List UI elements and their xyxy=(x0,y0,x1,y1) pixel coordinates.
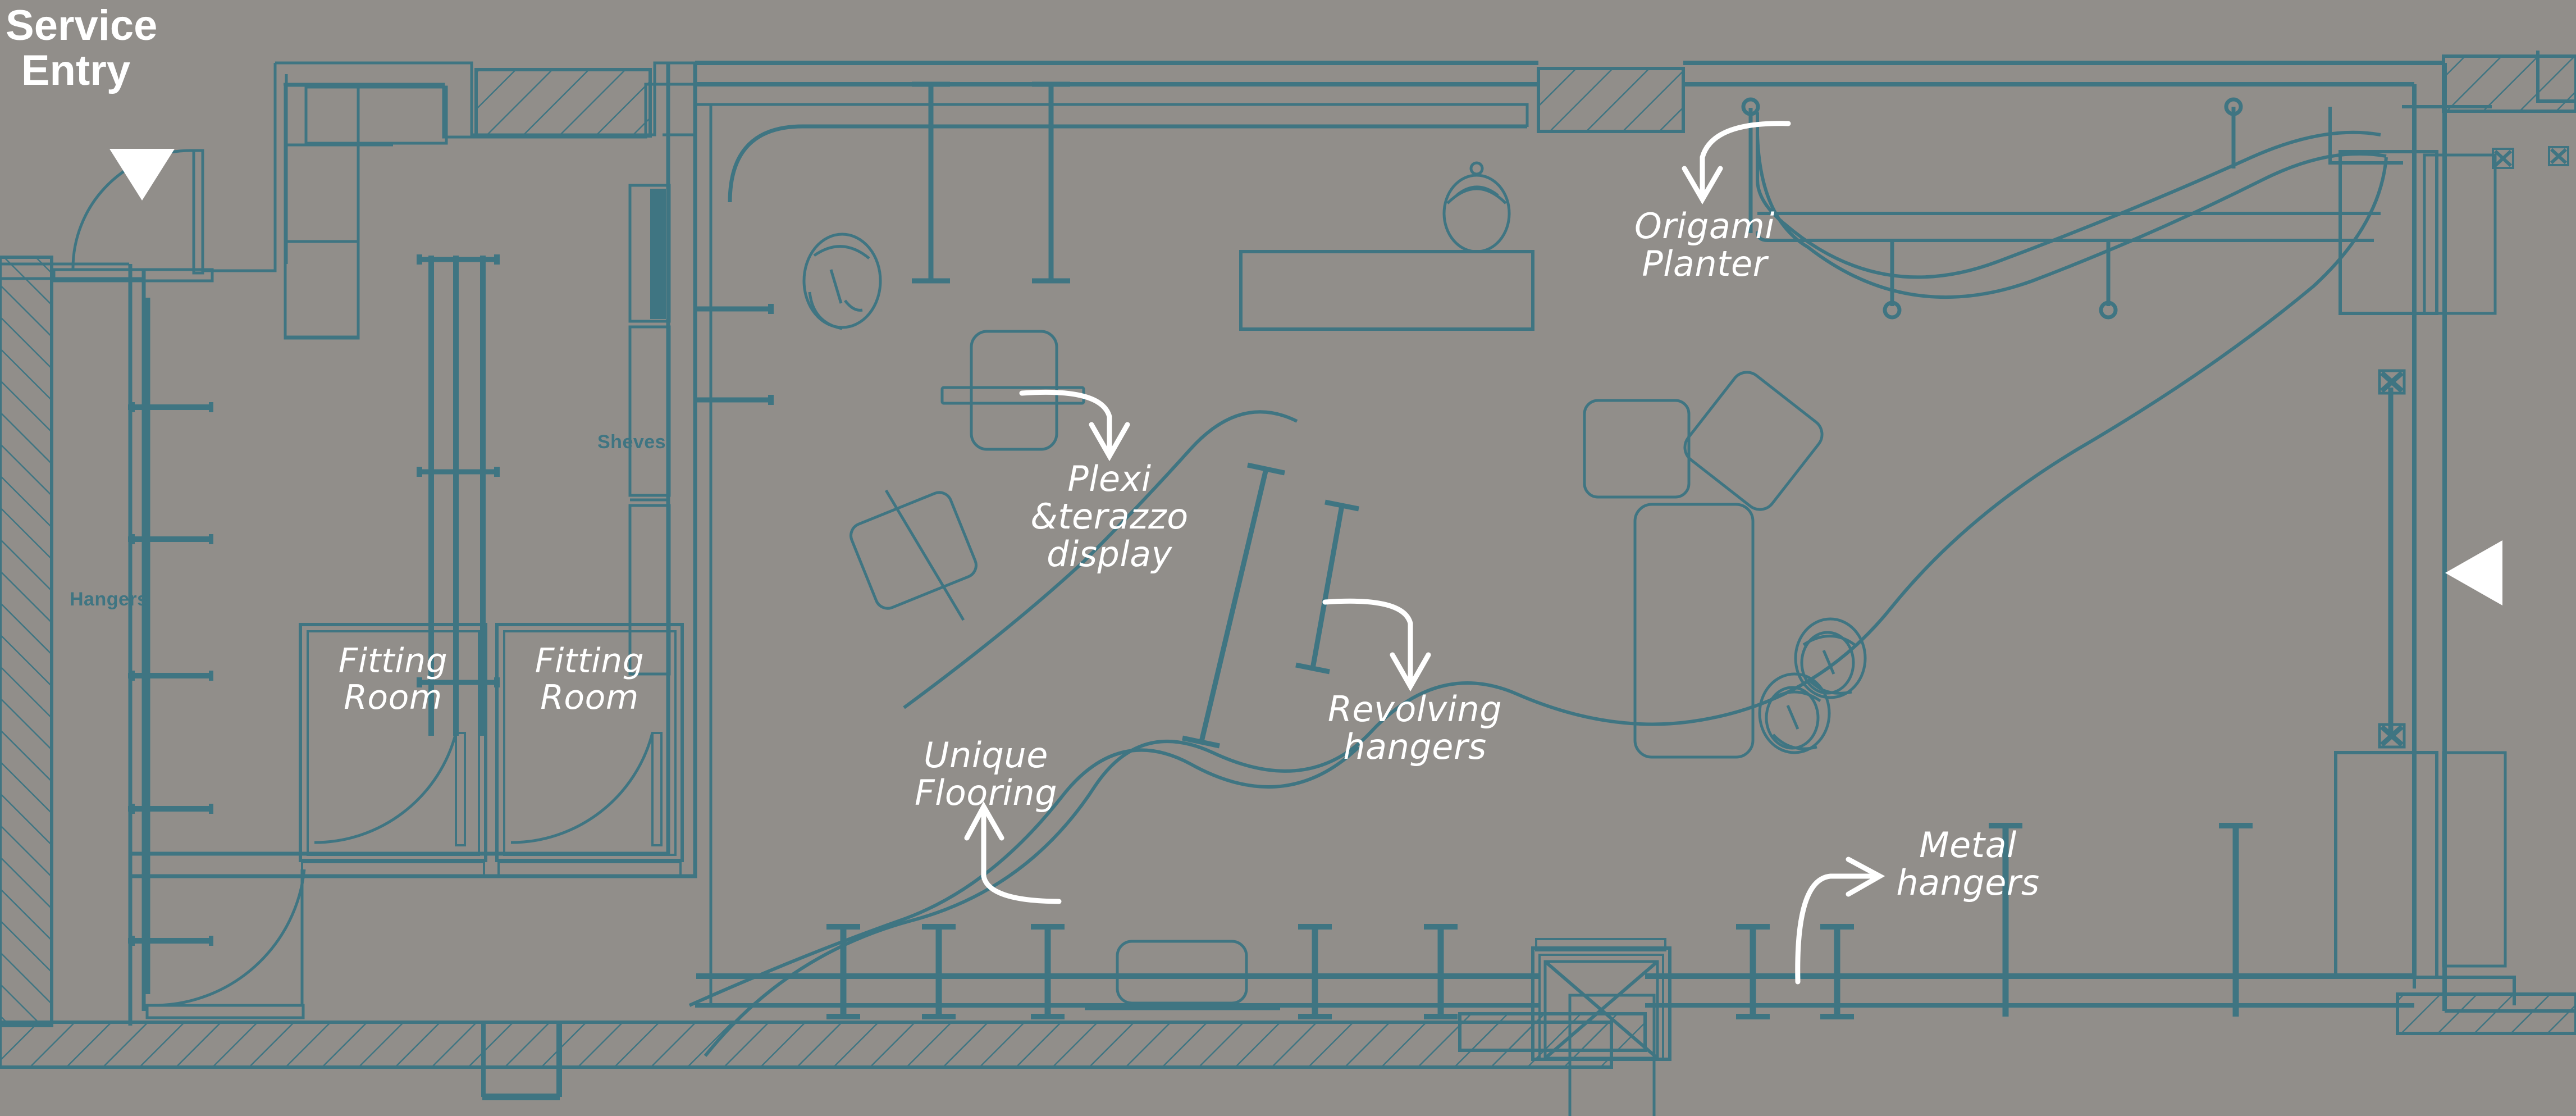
wall-hatch-bottom-mid xyxy=(1458,1012,1647,1052)
cash-counter xyxy=(1239,250,1534,331)
window-display-bottom xyxy=(2334,747,2507,989)
service-entry-down-triangle-icon xyxy=(109,149,175,201)
arrow-revolving-hangers xyxy=(1322,598,1431,692)
window-display-top xyxy=(2328,105,2514,315)
annotation-metal-hangers: Metal hangers xyxy=(1896,825,2040,903)
metal-hanger-rail-bottom xyxy=(696,823,2414,1019)
sales-floor-wall-rails xyxy=(696,304,774,405)
annotation-arrows xyxy=(964,121,1885,985)
revolving-hanger-bars xyxy=(1182,462,1359,749)
origami-planter-rail xyxy=(1741,97,2387,320)
display-table-square xyxy=(1583,399,1691,499)
round-mirror-left xyxy=(802,233,882,330)
floor-curve-secondary xyxy=(688,745,1360,1007)
back-of-house-outline xyxy=(202,61,695,340)
walls-layer xyxy=(0,51,2576,1116)
room-label-fitting-room-1: Fitting Room xyxy=(338,641,448,717)
room-label-fitting-room-2: Fitting Room xyxy=(535,641,645,717)
tall-cabinet xyxy=(628,184,671,676)
arrow-unique-flooring xyxy=(964,801,1062,904)
terazzo-display-unit xyxy=(849,489,978,621)
planter-circle-lower xyxy=(1758,672,1831,754)
top-left-wall-extensions xyxy=(0,133,695,280)
stock-room-door-swing xyxy=(152,869,306,1007)
wall-hatch-top-right xyxy=(2442,54,2576,113)
planter-circle-upper xyxy=(1794,617,1867,699)
wall-hatch-top-left xyxy=(474,68,652,138)
zone-label-hangers: Hangers xyxy=(70,589,148,610)
stock-door-box xyxy=(482,1021,560,1100)
plexi-display-unit xyxy=(940,330,1085,451)
right-bottom-step xyxy=(2414,976,2576,1013)
bottom-rounded-display xyxy=(1085,940,1280,1010)
arrow-metal-hangers xyxy=(1795,857,1885,985)
annotation-unique-flooring: Unique Flooring xyxy=(914,735,1058,813)
main-entry-left-triangle-icon xyxy=(2445,540,2502,605)
stock-room-door-bottom xyxy=(145,1004,305,1019)
hanger-rails-left xyxy=(128,298,213,994)
wall-exterior-bottom xyxy=(0,1021,1613,1069)
wall-exterior-left xyxy=(0,256,53,1027)
sales-floor-inner-line xyxy=(696,103,1529,1004)
annotation-plexi-terazzo-display: Plexi &terazzo display xyxy=(1030,458,1189,575)
fitting-rooms xyxy=(299,623,684,877)
ceiling-rail-left xyxy=(728,81,1527,284)
zone-label-shelves: Sheves xyxy=(597,431,666,453)
display-table-rotated xyxy=(1683,371,1824,511)
right-wall-track xyxy=(2378,369,2406,749)
unique-flooring-boundary xyxy=(704,157,2388,1057)
entry-vestibule xyxy=(1531,938,1671,1116)
arrow-plexi-display xyxy=(1019,389,1130,462)
round-mirror-top xyxy=(1442,161,1511,253)
wall-hatch-top-mid xyxy=(1537,67,1685,133)
top-right-notch xyxy=(2536,51,2576,166)
arrow-origami-planter xyxy=(1682,121,1791,204)
annotation-origami-planter: Origami Planter xyxy=(1634,206,1775,284)
shelf-rack-center xyxy=(417,254,500,736)
wall-hatch-bottom-right xyxy=(2396,992,2576,1035)
display-table-tall xyxy=(1633,503,1755,759)
annotation-revolving-hangers: Revolving hangers xyxy=(1327,689,1502,767)
sales-floor-walls xyxy=(695,61,2447,1011)
stock-room-walls xyxy=(128,63,697,1026)
service-entry-label: Service Entry xyxy=(6,2,158,94)
